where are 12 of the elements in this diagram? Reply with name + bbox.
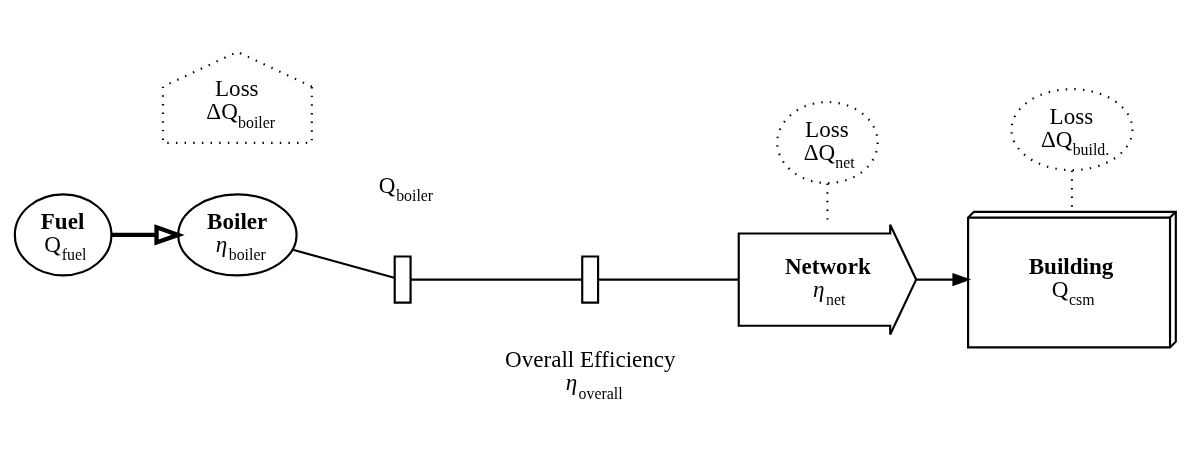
- node-box: [581, 254, 600, 304]
- connector: [292, 248, 395, 279]
- connector: [598, 278, 739, 281]
- arrow: [916, 272, 972, 286]
- node-ellipse: Fuel Q$_{fuel}$: [13, 192, 113, 276]
- connector: [410, 278, 583, 281]
- arrow: [111, 223, 185, 246]
- node-label: Q$_{boiler}$: [378, 171, 434, 204]
- node-ellipse: Boiler η$_{boiler}$: [177, 192, 298, 276]
- node-ellipse: Loss ΔQ$_{net}$: [776, 100, 879, 184]
- node-box: [393, 254, 412, 304]
- node-ellipse: Loss ΔQ$_{build.}$: [1010, 87, 1134, 171]
